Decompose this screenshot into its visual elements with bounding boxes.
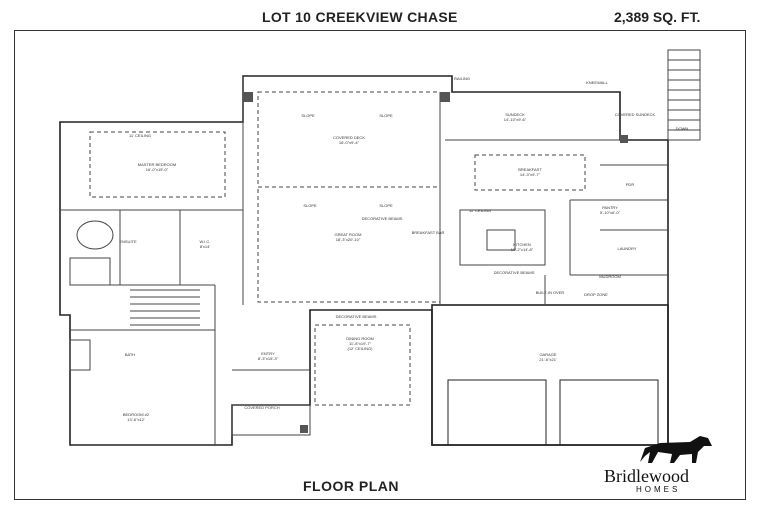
- header: LOT 10 CREEKVIEW CHASE 2,389 SQ. FT.: [0, 0, 760, 30]
- great-room-outline: [257, 186, 441, 303]
- square-footage: 2,389 SQ. FT.: [614, 9, 701, 25]
- svg-text:GARAGE: GARAGE: [539, 352, 556, 357]
- dining-outline: [314, 324, 411, 406]
- svg-text:KITCHEN: KITCHEN: [513, 242, 531, 247]
- exterior-stair-treads: [668, 59, 700, 131]
- brand-name: Bridlewood: [604, 466, 689, 486]
- lot-title: LOT 10 CREEKVIEW CHASE: [262, 9, 458, 25]
- svg-text:14'-3"x9'-7": 14'-3"x9'-7": [520, 172, 541, 177]
- horse-logo-icon: [640, 436, 712, 463]
- svg-text:DECORATIVE BEAMS: DECORATIVE BEAMS: [494, 270, 535, 275]
- svg-text:DINING ROOM: DINING ROOM: [346, 336, 374, 341]
- svg-text:W.I.C.: W.I.C.: [200, 239, 211, 244]
- svg-text:BREAKFAST: BREAKFAST: [518, 167, 542, 172]
- svg-text:BREAKFAST BAR: BREAKFAST BAR: [412, 230, 445, 235]
- bath-tub-2: [69, 339, 91, 371]
- exterior-stair: [667, 49, 701, 141]
- plan-frame: [14, 30, 746, 500]
- svg-text:MUDROOM: MUDROOM: [599, 274, 621, 279]
- breakfast-outline: [474, 154, 586, 191]
- svg-text:RAILING: RAILING: [454, 76, 470, 81]
- svg-text:11'-8"x19'-7": 11'-8"x19'-7": [349, 341, 372, 346]
- svg-text:18'-3"x20'-10": 18'-3"x20'-10": [336, 237, 361, 242]
- svg-text:BEDROOM #2: BEDROOM #2: [123, 412, 150, 417]
- svg-text:ENSUITE: ENSUITE: [119, 239, 137, 244]
- exterior-wall: [59, 75, 669, 446]
- kitchen-counter: [459, 209, 546, 266]
- svg-text:BATH: BATH: [125, 352, 135, 357]
- svg-text:SLOPE: SLOPE: [303, 203, 317, 208]
- garage-door-right: [559, 379, 659, 446]
- svg-text:ENTRY: ENTRY: [261, 351, 275, 356]
- interior-stairs: [130, 289, 200, 326]
- svg-text:DROP ZONE: DROP ZONE: [584, 292, 608, 297]
- kitchen-island: [486, 229, 516, 251]
- svg-text:PANTRY: PANTRY: [602, 205, 618, 210]
- svg-text:LAUNDRY: LAUNDRY: [617, 246, 636, 251]
- svg-text:SUNDECK: SUNDECK: [505, 112, 525, 117]
- svg-text:COVERED SUNDECK: COVERED SUNDECK: [615, 112, 656, 117]
- svg-text:16'-0"x9'-4": 16'-0"x9'-4": [339, 140, 360, 145]
- svg-text:(12' CEILING): (12' CEILING): [348, 346, 374, 351]
- svg-text:DECORATIVE BEAMS: DECORATIVE BEAMS: [336, 314, 377, 319]
- svg-text:16'-0"x15'-0": 16'-0"x15'-0": [146, 167, 169, 172]
- garage-outline: [431, 304, 669, 446]
- svg-text:SLOPE: SLOPE: [379, 203, 393, 208]
- svg-text:8'-3"x15'-3": 8'-3"x15'-3": [258, 356, 279, 361]
- bathtub: [76, 220, 114, 250]
- plan-title: FLOOR PLAN: [303, 478, 399, 494]
- svg-text:14'-10"x9'-6": 14'-10"x9'-6": [504, 117, 527, 122]
- svg-text:5'-10"x6'-0": 5'-10"x6'-0": [600, 210, 621, 215]
- svg-text:13'-6"x12': 13'-6"x12': [127, 417, 145, 422]
- shower: [69, 257, 111, 286]
- svg-text:SLOPE: SLOPE: [379, 113, 393, 118]
- garage-door-left: [447, 379, 547, 446]
- brand-subtitle: HOMES: [636, 485, 681, 494]
- svg-text:11' CEILING: 11' CEILING: [469, 208, 491, 213]
- master-bedroom-outline: [89, 131, 226, 198]
- svg-text:10'-2"x14'-8": 10'-2"x14'-8": [511, 247, 534, 252]
- svg-text:DOWN: DOWN: [676, 126, 689, 131]
- svg-text:COVERED DECK: COVERED DECK: [333, 135, 365, 140]
- svg-text:DECORATIVE BEAMS: DECORATIVE BEAMS: [362, 216, 403, 221]
- svg-text:11' CEILING: 11' CEILING: [129, 133, 151, 138]
- svg-text:PDR: PDR: [626, 182, 635, 187]
- svg-text:BUILT-IN OVER: BUILT-IN OVER: [536, 290, 565, 295]
- svg-text:GREAT ROOM: GREAT ROOM: [335, 232, 362, 237]
- porch-outline: [231, 404, 311, 436]
- svg-text:MASTER BEDROOM: MASTER BEDROOM: [138, 162, 176, 167]
- svg-text:SLOPE: SLOPE: [301, 113, 315, 118]
- svg-text:21'-6"x21': 21'-6"x21': [539, 357, 557, 362]
- svg-text:KNEEWALL: KNEEWALL: [586, 80, 608, 85]
- svg-text:8'x14': 8'x14': [200, 244, 210, 249]
- svg-text:COVERED PORCH: COVERED PORCH: [244, 405, 279, 410]
